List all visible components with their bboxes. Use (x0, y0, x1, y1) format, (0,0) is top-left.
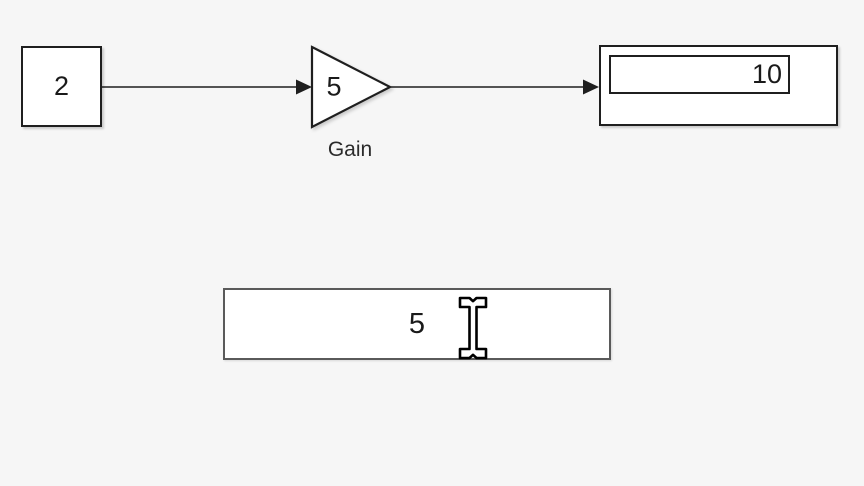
display-value: 10 (751, 59, 782, 89)
gain-triangle-icon (310, 45, 393, 129)
signal-line-constant-to-gain[interactable] (102, 79, 312, 95)
signal-line-gain-to-display[interactable] (391, 79, 599, 95)
gain-block[interactable]: 5 (310, 45, 394, 131)
arrowhead-icon (583, 79, 599, 95)
constant-block[interactable]: 2 (21, 46, 102, 127)
gain-block-label[interactable]: Gain (327, 138, 373, 161)
constant-value: 2 (53, 71, 70, 101)
gain-value: 5 (326, 71, 342, 102)
display-readout: 10 (609, 55, 790, 94)
value-edit-field[interactable] (223, 288, 611, 360)
display-block[interactable]: 10 (599, 45, 838, 126)
value-edit-input[interactable] (225, 290, 609, 358)
